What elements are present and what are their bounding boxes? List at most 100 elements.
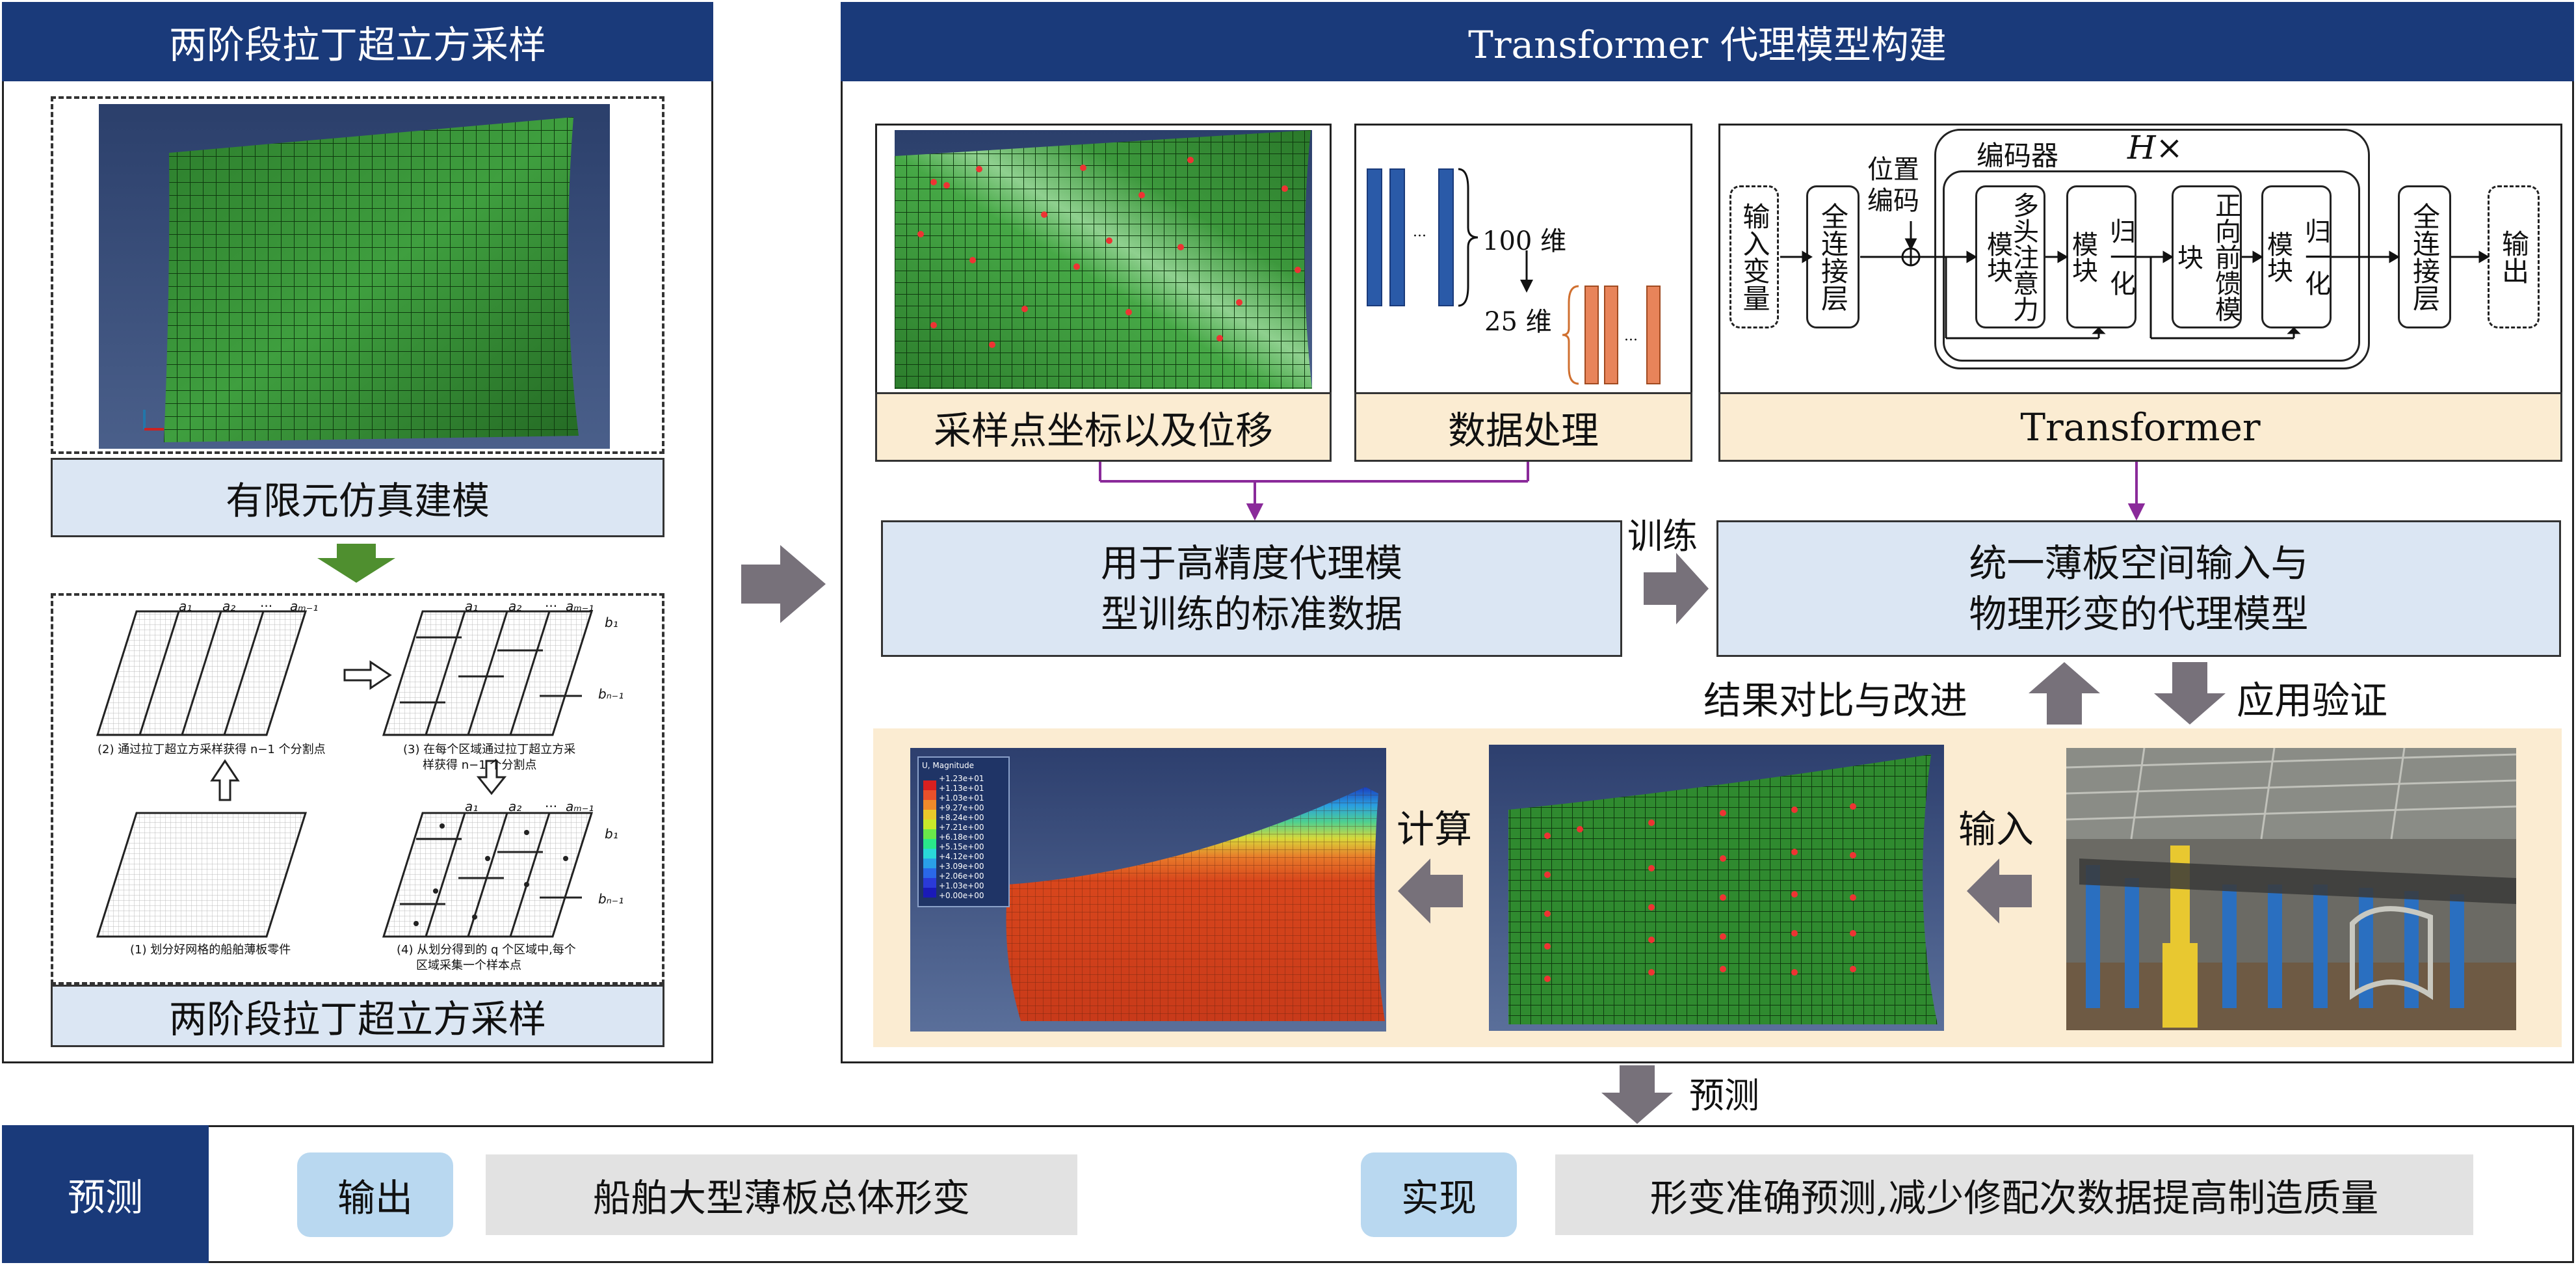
predict-arrow-down (1601, 1065, 1673, 1124)
right-arrow-main (741, 545, 826, 623)
input-arrow-left (1967, 859, 2032, 924)
sample-label: 采样点坐标以及位移 (875, 392, 1332, 462)
train-arrow (1644, 553, 1709, 624)
math-b1-tr: b₁ (605, 615, 618, 630)
legend-value: +4.12e+00 (939, 852, 984, 861)
purple-connectors (1099, 462, 2146, 520)
data-process-label: 数据处理 (1354, 392, 1692, 462)
input-plate-mesh (1508, 754, 1938, 1024)
caption-2: (2) 通过拉丁超立方采样获得 n−1 个分割点 (98, 743, 326, 756)
standard-data-line1: 用于高精度代理模 (1100, 540, 1402, 585)
legend-value: +3.09e+00 (939, 862, 984, 871)
math-dots-top: ··· (260, 598, 273, 614)
norm2-text: 归一化模块 (2263, 218, 2330, 296)
down-arrow-green (317, 544, 395, 583)
left-header: 两阶段拉丁超立方采样 (2, 2, 713, 81)
surrogate-line2: 物理形变的代理模型 (1969, 592, 2309, 636)
norm1-text: 归一化模块 (2068, 218, 2135, 296)
compare-arrow-up (2029, 662, 2100, 725)
axis-triad-icon (143, 410, 164, 431)
transformer-connectors (1780, 221, 2490, 340)
caption-1: (1) 划分好网格的船舶薄板零件 (130, 943, 291, 957)
input-vars-box: 输入变量 (1729, 185, 1779, 328)
pos-enc-label-1: 位置 (1867, 155, 1919, 185)
math-am1-top: aₘ₋₁ (290, 598, 319, 614)
math-a2-br: a₂ (508, 799, 522, 814)
fem-dashed-frame (51, 96, 664, 454)
math-a2-tr: a₂ (508, 598, 522, 614)
encoder-label: 编码器 (1977, 140, 2059, 172)
math-bn1-br: bₙ₋₁ (598, 891, 624, 907)
svg-text:···: ··· (1413, 228, 1426, 245)
compute-arrow-left (1398, 859, 1463, 924)
svg-text:···: ··· (1624, 332, 1638, 349)
math-a2-top: a₂ (222, 598, 236, 614)
apply-arrow-down (2154, 662, 2226, 725)
legend-value: +1.23e+01 (939, 774, 984, 783)
fc1-text: 全连接层 (1817, 202, 1849, 312)
math-a1-tr: a₁ (465, 598, 479, 614)
factory-photo (2066, 748, 2516, 1030)
ffn-text: 正向前馈模块 (2173, 192, 2241, 322)
legend-value: +1.03e+00 (939, 881, 984, 890)
standard-data-line2: 型训练的标准数据 (1100, 592, 1402, 636)
caption-4a: (4) 从划分得到的 q 个区域中,每个 (397, 943, 576, 957)
norm2-box: 归一化模块 (2261, 185, 2332, 328)
legend-value: +2.06e+00 (939, 872, 984, 881)
legend-value: +0.00e+00 (939, 891, 984, 900)
output-text: 输出 (2497, 230, 2530, 284)
legend-value: +7.21e+00 (939, 823, 984, 832)
transformer-label: Transformer (1718, 392, 2562, 462)
caption-3b: 样获得 n−1 个分割点 (423, 758, 537, 772)
apply-label: 应用验证 (2237, 678, 2388, 723)
math-am1-br: aₘ₋₁ (566, 799, 594, 814)
bottom-tag: 预测 (2, 1125, 209, 1263)
fc2-box: 全连接层 (2398, 185, 2451, 328)
legend-value: +1.13e+01 (939, 784, 984, 793)
fem-label: 有限元仿真建模 (51, 458, 664, 537)
dim-100-label: 100 维 (1482, 226, 1567, 256)
fem-mesh-plate (143, 117, 579, 442)
fc2-text: 全连接层 (2408, 202, 2441, 312)
math-a1-top: a₁ (179, 598, 192, 614)
math-dots-br: ··· (545, 799, 558, 814)
compare-label: 结果对比与改进 (1703, 678, 1968, 723)
sampling-label: 两阶段拉丁超立方采样 (51, 985, 664, 1047)
caption-4b: 区域采集一个样本点 (416, 959, 521, 972)
fc1-box: 全连接层 (1806, 185, 1860, 328)
standard-data-box: 用于高精度代理模 型训练的标准数据 (881, 520, 1622, 657)
dim-25-label: 25 维 (1484, 307, 1552, 337)
hx-label: H× (2127, 129, 2183, 166)
predict-arrow-label: 预测 (1689, 1075, 1759, 1116)
surrogate-model-box: 统一薄板空间输入与 物理形变的代理模型 (1716, 520, 2561, 657)
input-vars-text: 输入变量 (1739, 202, 1771, 312)
math-b1-br: b₁ (605, 826, 618, 842)
legend-value: +5.15e+00 (939, 842, 984, 851)
deformation-contour-plate (917, 756, 1385, 1021)
output-text: 船舶大型薄板总体形变 (486, 1154, 1077, 1235)
sample-points-plate (895, 130, 1312, 389)
math-am1-tr: aₘ₋₁ (566, 598, 594, 614)
mha-text: 多头注意力模块 (1982, 192, 2038, 322)
right-header: Transformer 代理模型构建 (841, 2, 2574, 81)
legend-values: +1.23e+01+1.13e+01+1.03e+01+9.27e+00+8.2… (939, 774, 984, 901)
legend-value: +9.27e+00 (939, 803, 984, 812)
legend-value: +8.24e+00 (939, 813, 984, 822)
math-dots-tr: ··· (545, 598, 558, 614)
mha-box: 多头注意力模块 (1975, 185, 2045, 328)
train-label: 训练 (1627, 516, 1698, 557)
impl-tag: 实现 (1361, 1152, 1517, 1237)
math-a1-br: a₁ (465, 799, 479, 814)
lhs-schematic (96, 610, 594, 938)
caption-3a: (3) 在每个区域通过拉丁超立方采 (403, 743, 576, 756)
legend-value: +1.03e+01 (939, 793, 984, 803)
legend-value: +6.18e+00 (939, 832, 984, 842)
math-bn1-tr: bₙ₋₁ (598, 686, 624, 702)
input-label: 输入 (1958, 807, 2034, 851)
output-tag: 输出 (297, 1152, 453, 1237)
impl-text: 形变准确预测,减少修配次数据提高制造质量 (1555, 1154, 2473, 1235)
sampling-dashed-frame (51, 593, 664, 985)
pos-enc-label-2: 编码 (1867, 186, 1919, 216)
compute-label: 计算 (1397, 807, 1473, 851)
data-process-diagram: ··· ··· (1367, 168, 1661, 385)
